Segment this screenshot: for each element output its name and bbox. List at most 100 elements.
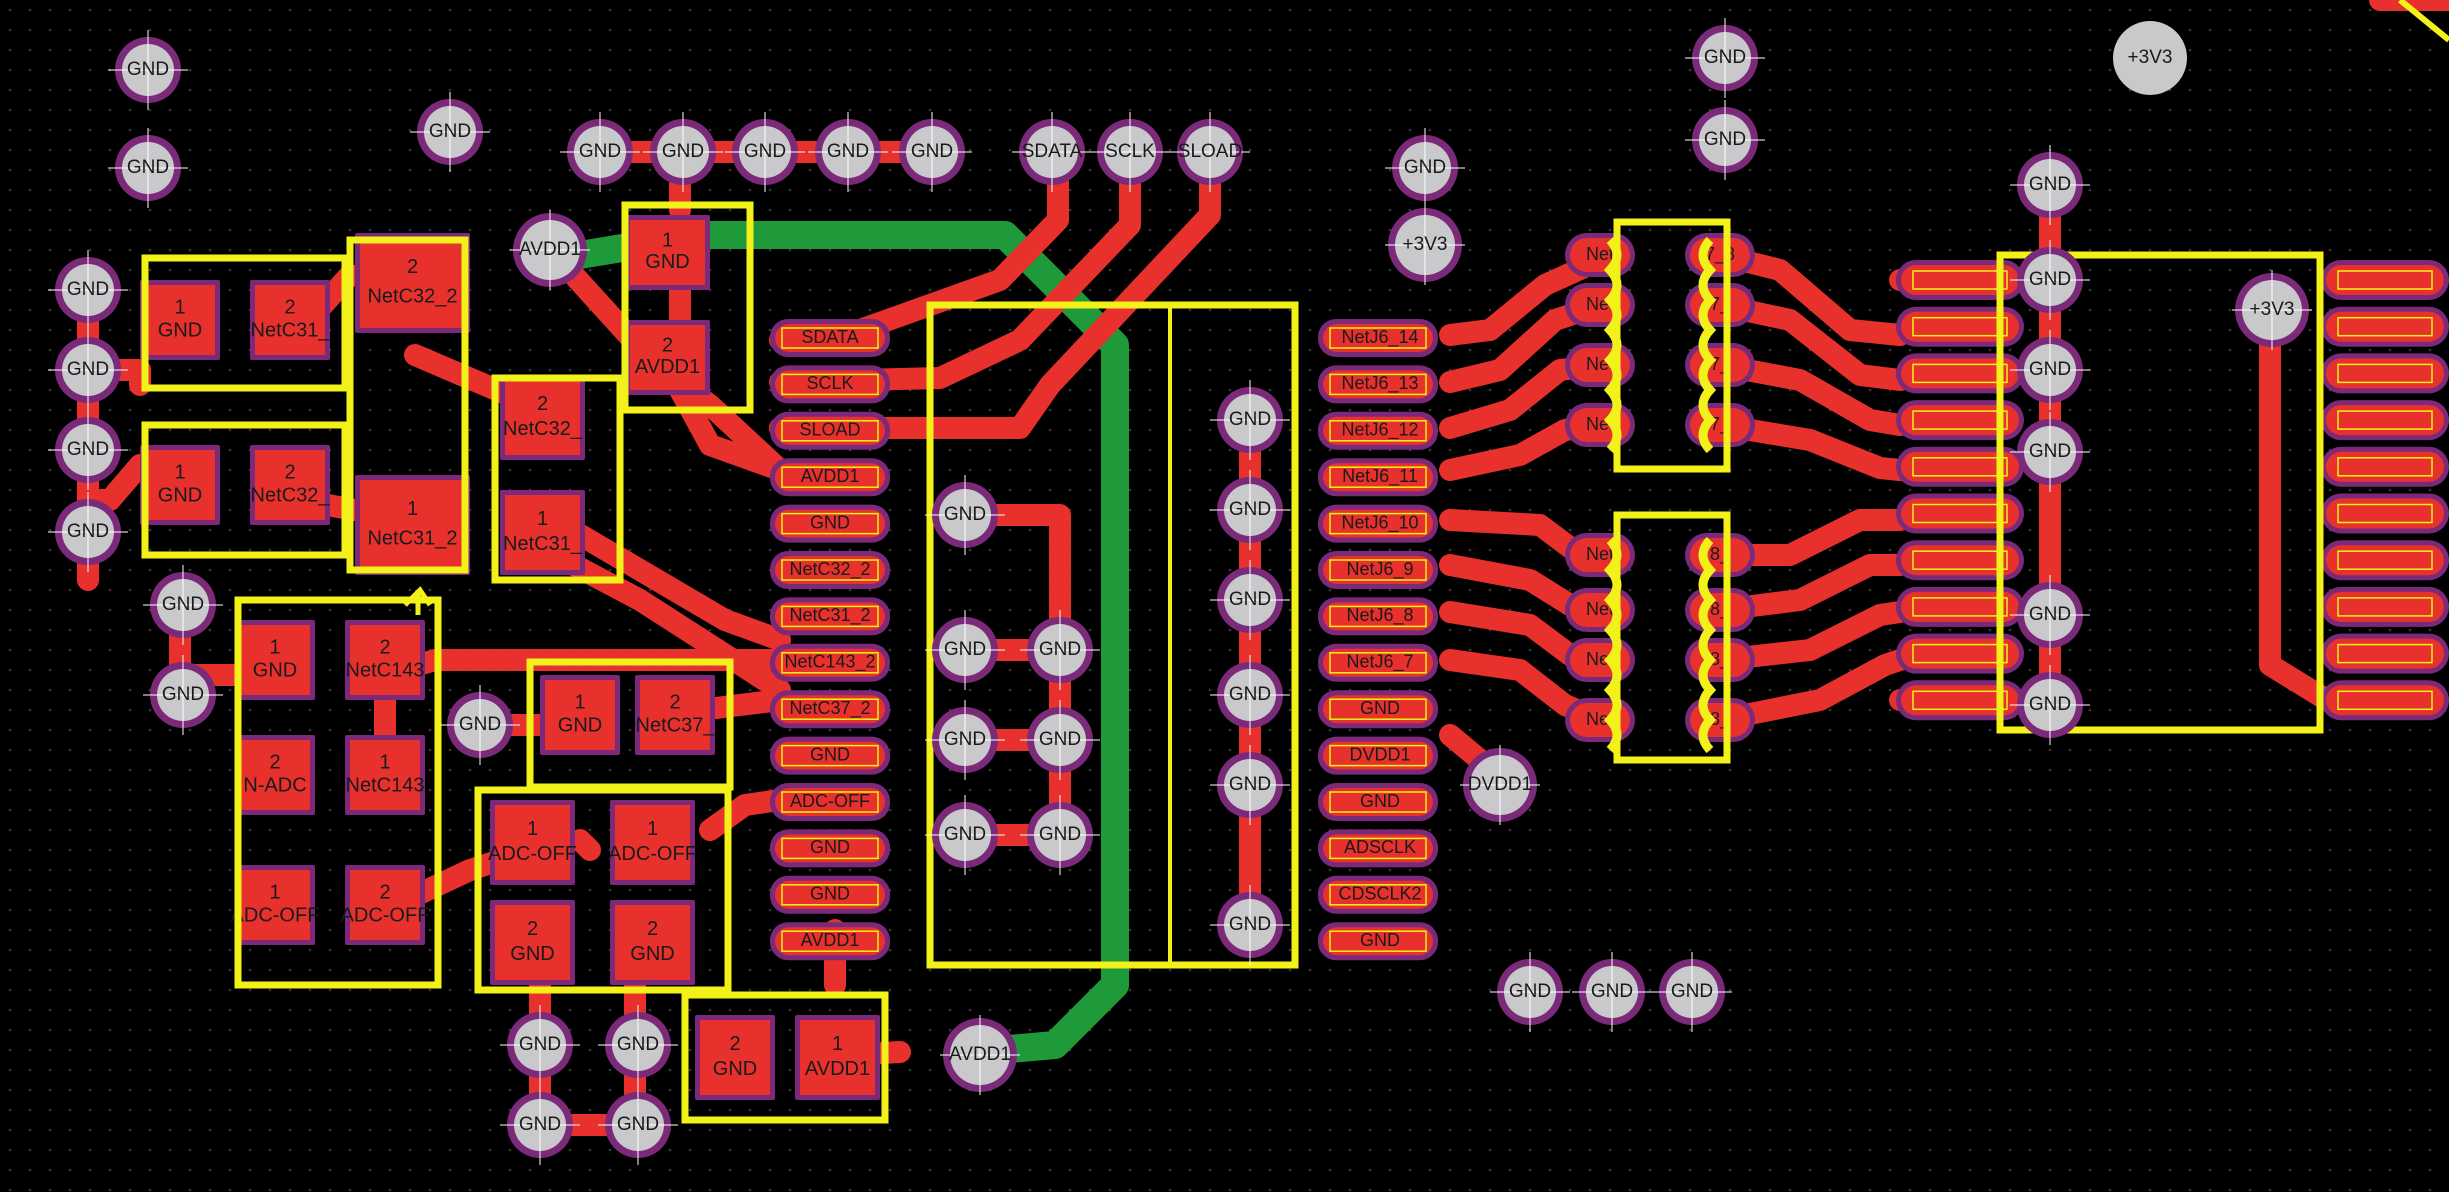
via[interactable]: GND: [598, 1085, 678, 1165]
via[interactable]: GND: [108, 128, 188, 208]
via[interactable]: GND: [925, 795, 1005, 875]
via[interactable]: GND: [1685, 100, 1765, 180]
ic-right-pin[interactable]: GND: [1318, 922, 1438, 961]
resistor-network-pad[interactable]: Net: [1565, 533, 1635, 577]
via[interactable]: GND: [1210, 885, 1290, 965]
trace[interactable]: [699, 789, 791, 841]
via[interactable]: DVDD1: [1460, 745, 1540, 825]
via[interactable]: GND: [925, 700, 1005, 780]
trace[interactable]: [1709, 354, 1911, 436]
connector-pin-right[interactable]: [2321, 586, 2449, 627]
via[interactable]: GND: [410, 92, 490, 172]
ic-right-pin[interactable]: DVDD1: [1318, 736, 1438, 775]
via[interactable]: GND: [1385, 128, 1465, 208]
trace[interactable]: [1709, 601, 1911, 671]
resistor-network-pad[interactable]: Net: [1565, 283, 1635, 327]
resistor-network-pad[interactable]: Net: [1565, 403, 1635, 447]
via[interactable]: AVDD1: [510, 210, 590, 290]
via[interactable]: GND: [925, 475, 1005, 555]
connector-pin-left[interactable]: [1896, 260, 2024, 300]
ic-right-pin[interactable]: GND: [1318, 690, 1438, 729]
via[interactable]: SLOAD: [1170, 112, 1250, 192]
trace[interactable]: [544, 509, 791, 651]
ic-right-pin[interactable]: NetJ6_7: [1318, 643, 1438, 682]
resistor-network-pad[interactable]: Net: [1565, 588, 1635, 632]
via[interactable]: GND: [500, 1085, 580, 1165]
via[interactable]: GND: [48, 410, 128, 490]
resistor-network-pad[interactable]: 7_: [1685, 343, 1755, 387]
connector-pin-right[interactable]: [2321, 353, 2449, 394]
via[interactable]: GND: [598, 1005, 678, 1085]
trace[interactable]: [569, 829, 601, 861]
connector-pin-left[interactable]: [1896, 540, 2024, 581]
via[interactable]: GND: [2010, 575, 2090, 655]
connector-pin-right[interactable]: [2321, 540, 2449, 581]
ic-left-pin[interactable]: GND: [770, 504, 890, 543]
ic-left-pin[interactable]: SLOAD: [770, 411, 890, 450]
connector-pin-right[interactable]: [2321, 446, 2449, 487]
resistor-network-pad[interactable]: 8_: [1685, 698, 1755, 742]
connector-pin-left[interactable]: [1896, 306, 2024, 347]
ic-right-pin[interactable]: NetJ6_12: [1318, 411, 1438, 450]
resistor-network-pad[interactable]: Net: [1565, 638, 1635, 682]
ic-left-pin[interactable]: NetC32_2: [770, 551, 890, 589]
via[interactable]: GND: [1652, 952, 1732, 1032]
via[interactable]: GND: [108, 30, 188, 110]
via-3v3[interactable]: +3V3: [2113, 21, 2187, 95]
via[interactable]: GND: [48, 330, 128, 410]
via[interactable]: SDATA: [1012, 112, 1092, 192]
connector-pin-right[interactable]: [2321, 260, 2449, 300]
via[interactable]: GND: [2010, 240, 2090, 320]
connector-pin-left[interactable]: [1896, 400, 2024, 441]
via[interactable]: GND: [1685, 18, 1765, 98]
via[interactable]: GND: [643, 112, 723, 192]
via[interactable]: GND: [1210, 745, 1290, 825]
ic-right-pin[interactable]: NetJ6_9: [1318, 551, 1438, 589]
via[interactable]: GND: [560, 112, 640, 192]
via[interactable]: GND: [2010, 330, 2090, 410]
ic-left-pin[interactable]: NetC31_2: [770, 597, 890, 636]
ic-left-pin[interactable]: NetC143_2: [770, 643, 890, 682]
via[interactable]: GND: [1020, 700, 1100, 780]
via[interactable]: GND: [892, 112, 972, 192]
via[interactable]: GND: [1210, 470, 1290, 550]
connector-pin-right[interactable]: [2321, 493, 2449, 534]
ic-left-pin[interactable]: SCLK: [770, 365, 890, 404]
ic-right-pin[interactable]: NetJ6_11: [1318, 458, 1438, 497]
via[interactable]: AVDD1: [940, 1015, 1020, 1095]
trace[interactable]: [2259, 299, 2346, 716]
ic-left-pin[interactable]: SDATA: [770, 319, 890, 357]
via[interactable]: +3V3: [2232, 270, 2312, 350]
via[interactable]: GND: [143, 565, 223, 645]
connector-pin-left[interactable]: [1896, 586, 2024, 627]
connector-pin-right[interactable]: [2321, 400, 2449, 441]
ic-left-pin[interactable]: NetC37_2: [770, 690, 890, 729]
connector-pin-left[interactable]: [1896, 633, 2024, 674]
resistor-network-pad[interactable]: 8_: [1685, 533, 1755, 577]
trace[interactable]: [1709, 649, 1911, 731]
ic-right-pin[interactable]: ADSCLK: [1318, 829, 1438, 868]
resistor-network-pad[interactable]: 8_: [1685, 588, 1755, 632]
via[interactable]: GND: [440, 685, 520, 765]
ic-right-pin[interactable]: NetJ6_8: [1318, 597, 1438, 636]
trace[interactable]: [1439, 249, 1611, 346]
resistor-network-pad[interactable]: Net: [1565, 233, 1635, 277]
via[interactable]: GND: [1210, 655, 1290, 735]
via[interactable]: GND: [500, 1005, 580, 1085]
via[interactable]: GND: [1572, 952, 1652, 1032]
